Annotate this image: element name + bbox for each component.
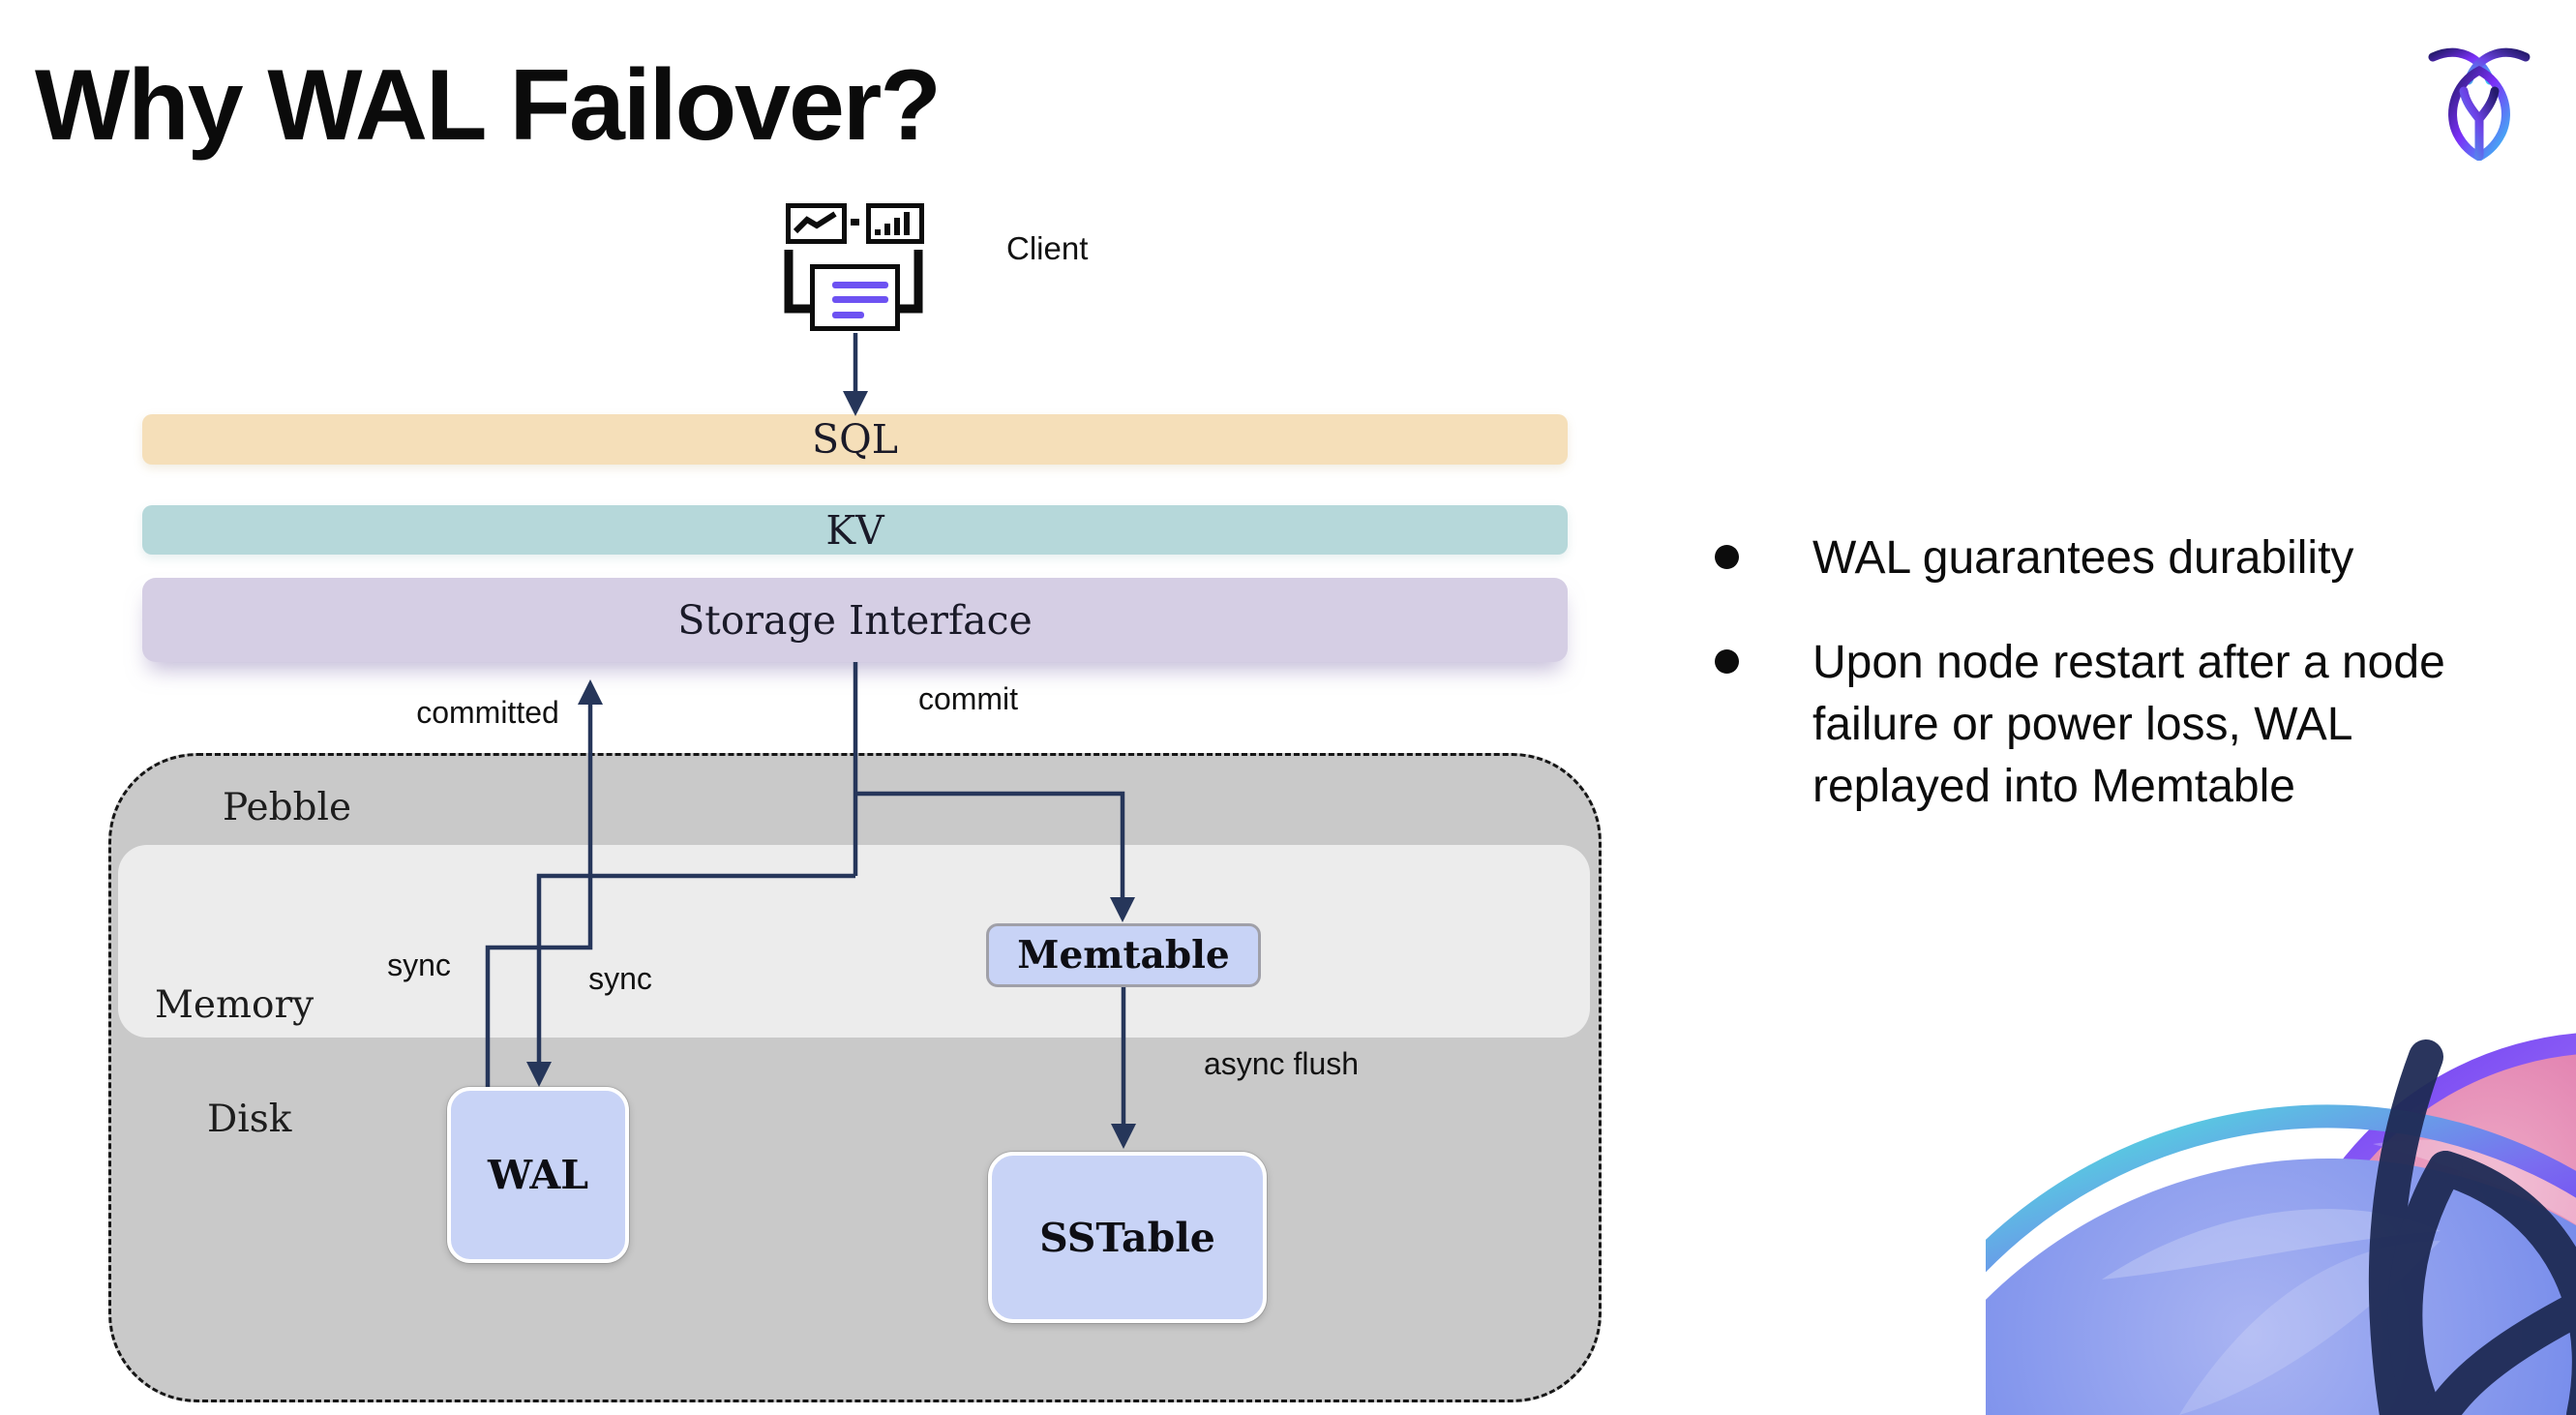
commit-edge-label: commit xyxy=(917,681,1019,716)
bullet-icon xyxy=(1715,545,1739,569)
arrowhead-client-sql xyxy=(843,391,868,416)
list-item: Upon node restart after a node failure o… xyxy=(1695,632,2470,818)
client-label: Client xyxy=(1006,230,1089,266)
bullet-text: WAL guarantees durability xyxy=(1812,532,2354,584)
list-item: WAL guarantees durability xyxy=(1695,527,2470,589)
memtable-box-label: Memtable xyxy=(1017,933,1230,978)
sql-layer-bar: SQL xyxy=(142,414,1568,465)
committed-edge-label: committed xyxy=(416,695,559,730)
memtable-box: Memtable xyxy=(986,923,1261,987)
sstable-box-label: SSTable xyxy=(1039,1214,1215,1261)
cockroachdb-logo-icon xyxy=(2428,47,2531,161)
client-icon xyxy=(780,197,927,335)
wal-box: WAL xyxy=(447,1087,629,1263)
sync-edge-label-right: sync xyxy=(588,961,652,996)
async-flush-edge-label: async flush xyxy=(1203,1046,1360,1081)
pebble-label: Pebble xyxy=(223,786,352,829)
bullet-icon xyxy=(1715,649,1739,674)
sstable-box: SSTable xyxy=(988,1152,1267,1323)
page-title: Why WAL Failover? xyxy=(35,49,942,162)
kv-layer-label: KV xyxy=(825,506,884,554)
bullet-list: WAL guarantees durability Upon node rest… xyxy=(1695,527,2470,860)
monitor-bracket-icon xyxy=(784,250,923,314)
bar-chart-icon xyxy=(866,203,924,244)
sql-layer-label: SQL xyxy=(812,416,898,463)
storage-interface-layer-bar: Storage Interface xyxy=(142,578,1568,662)
memory-label: Memory xyxy=(155,983,315,1027)
bullet-text: Upon node restart after a node failure o… xyxy=(1812,637,2445,812)
document-icon xyxy=(810,264,900,331)
disk-label: Disk xyxy=(207,1098,292,1141)
kv-layer-bar: KV xyxy=(142,505,1568,555)
line-chart-icon xyxy=(786,203,847,244)
arrowhead-committed-up xyxy=(578,679,603,705)
dash-connector-icon xyxy=(851,219,859,226)
memory-region xyxy=(118,845,1590,1038)
storage-interface-label: Storage Interface xyxy=(677,596,1033,644)
brand-artwork xyxy=(1986,970,2576,1415)
wal-box-label: WAL xyxy=(487,1152,589,1198)
sync-edge-label-left: sync xyxy=(387,948,451,982)
